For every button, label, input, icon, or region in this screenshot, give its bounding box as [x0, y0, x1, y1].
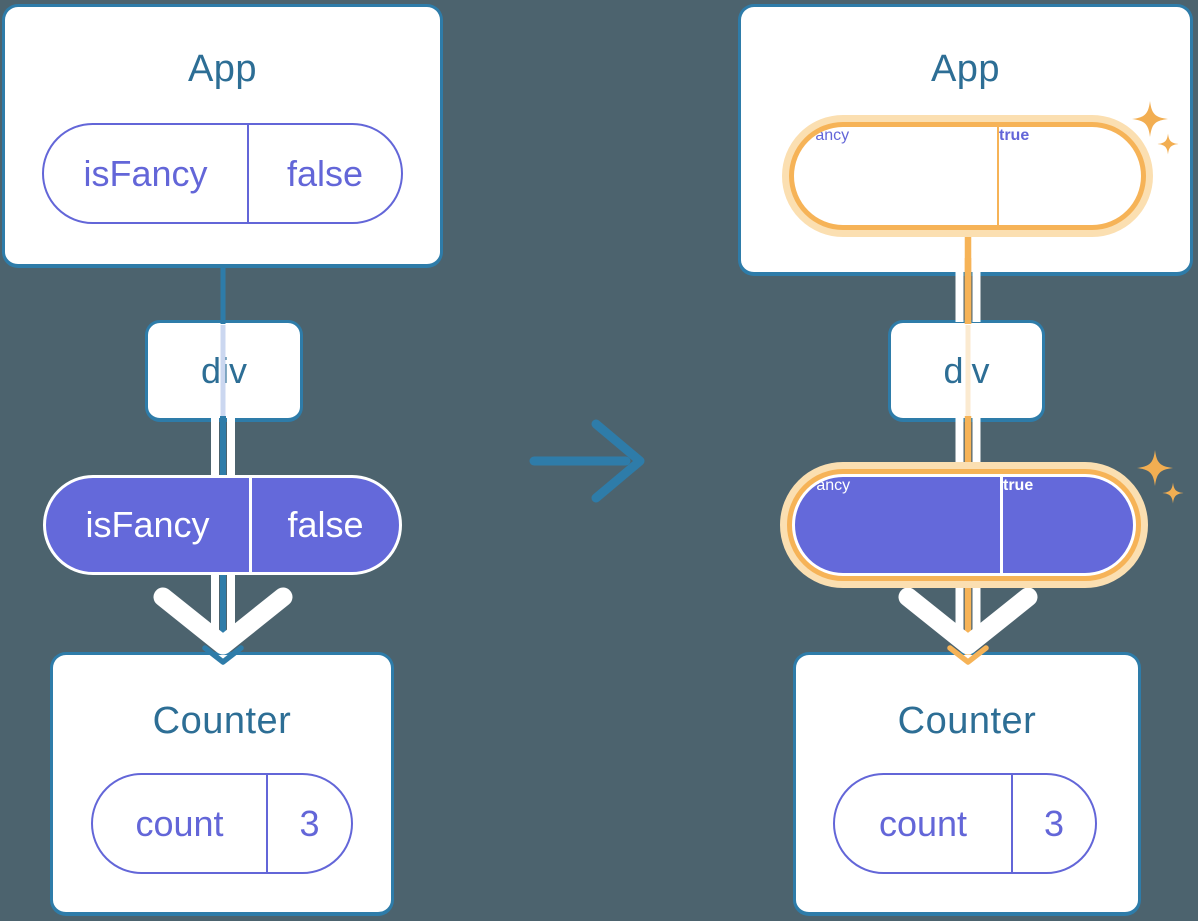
right-orange-arrowhead — [947, 645, 989, 665]
sparkle-icon — [1132, 101, 1168, 137]
left-app-title: App — [187, 48, 258, 90]
state-value: false — [249, 478, 399, 572]
state-name: count — [135, 802, 224, 844]
left-state-pill: isFancy false — [43, 475, 402, 575]
state-name: isFancy — [85, 504, 210, 545]
right-white-arrowhead — [898, 587, 1038, 655]
transition-arrow-icon — [529, 419, 645, 503]
left-app-prop-pill: isFancy false — [42, 123, 403, 224]
right-counter-state-pill: count 3 — [833, 773, 1097, 874]
state-value: 3 — [1011, 775, 1095, 872]
state-value: 3 — [266, 775, 351, 872]
prop-name: isFancy — [794, 127, 850, 144]
sparkle-icon — [1137, 450, 1173, 486]
sparkle-icon — [1162, 482, 1184, 504]
left-counter-state-pill: count 3 — [91, 773, 353, 874]
prop-value: false — [247, 125, 401, 222]
prop-name: isFancy — [83, 152, 208, 194]
left-blue-arrowhead — [202, 645, 244, 665]
right-app-prop-pill-highlighted: isFancy true — [782, 115, 1153, 237]
left-counter-title: Counter — [152, 700, 292, 742]
right-counter-title: Counter — [897, 700, 1037, 742]
left-white-arrowhead — [153, 587, 293, 655]
right-app-title: App — [930, 48, 1001, 90]
right-card-to-div-pipe — [955, 258, 981, 324]
left-div-to-pill-pipe — [211, 416, 235, 480]
sparkle-icon — [1157, 133, 1179, 155]
prop-value: true — [997, 127, 1141, 225]
state-name: count — [878, 802, 968, 844]
right-state-pill-highlighted: isFancy true — [780, 462, 1148, 588]
state-value: true — [1000, 477, 1133, 573]
state-name: isFancy — [795, 477, 851, 494]
